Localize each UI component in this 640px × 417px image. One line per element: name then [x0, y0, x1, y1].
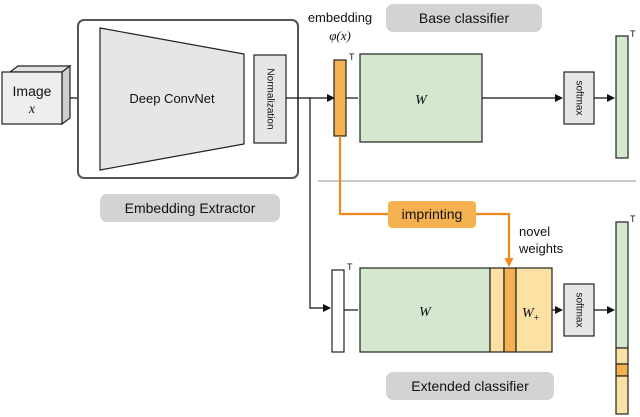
novel-weight-block	[515, 267, 553, 353]
extended-output-vector	[615, 221, 629, 415]
image-symbol: x	[28, 102, 36, 117]
extended-softmax-box	[563, 283, 595, 337]
base-softmax-box	[563, 71, 595, 125]
embedding-symbol: φ(x)	[329, 28, 351, 43]
extended-weight-matrix	[359, 267, 491, 353]
extended-output-base-part	[615, 221, 629, 349]
extended-classifier-title: Extended classifier	[411, 378, 529, 394]
image-cube-side	[61, 64, 71, 126]
embedding-label: embedding	[308, 10, 372, 25]
base-weight-label: W	[415, 93, 428, 108]
imprinting-badge	[388, 201, 476, 228]
base-output-vector	[615, 35, 629, 159]
normalization-label: Normalization	[264, 68, 275, 129]
novel-weights-line2: weights	[518, 241, 564, 256]
extended-weight-label: W	[419, 305, 432, 320]
extended-classifier-badge	[386, 372, 554, 400]
imprinting-arrow-out	[476, 212, 514, 267]
base-classifier-title: Base classifier	[419, 10, 510, 26]
extended-input-vector	[331, 269, 345, 353]
embedding-extractor: Deep ConvNet Normalization	[77, 19, 299, 179]
novel-weight-column-imprinted	[503, 267, 517, 353]
base-classifier-badge	[386, 4, 542, 32]
extended-output-novel-imprinted	[615, 363, 629, 377]
novel-weights-line1: novel	[519, 224, 550, 239]
input-image: Image x	[1, 64, 72, 126]
extended-output-transpose: T	[630, 214, 636, 224]
arrow-branch-to-extended	[309, 98, 331, 312]
imprinting-line-in	[338, 136, 388, 216]
extended-output-novel-rest	[615, 375, 629, 415]
image-label: Image	[13, 83, 52, 99]
novel-weight-column-1	[489, 267, 505, 353]
image-cube-front	[1, 71, 63, 125]
convnet-trapezoid	[99, 27, 245, 171]
embedding-vector	[333, 59, 347, 137]
image-cube-top	[8, 65, 72, 73]
normalization-box	[253, 54, 287, 144]
extended-output-novel-1	[615, 347, 629, 365]
base-output-transpose: T	[630, 29, 636, 39]
base-softmax-label: softmax	[573, 80, 584, 115]
extractor-caption: Embedding Extractor	[125, 200, 256, 216]
extra-weight-label: W+	[522, 306, 540, 324]
extractor-caption-badge	[100, 194, 280, 222]
extended-softmax-label: softmax	[573, 292, 584, 327]
imprinting-label: imprinting	[402, 206, 463, 222]
extended-input-transpose: T	[347, 262, 353, 272]
base-weight-matrix	[359, 53, 483, 143]
convnet-label: Deep ConvNet	[129, 91, 215, 106]
embedding-transpose: T	[349, 52, 355, 62]
